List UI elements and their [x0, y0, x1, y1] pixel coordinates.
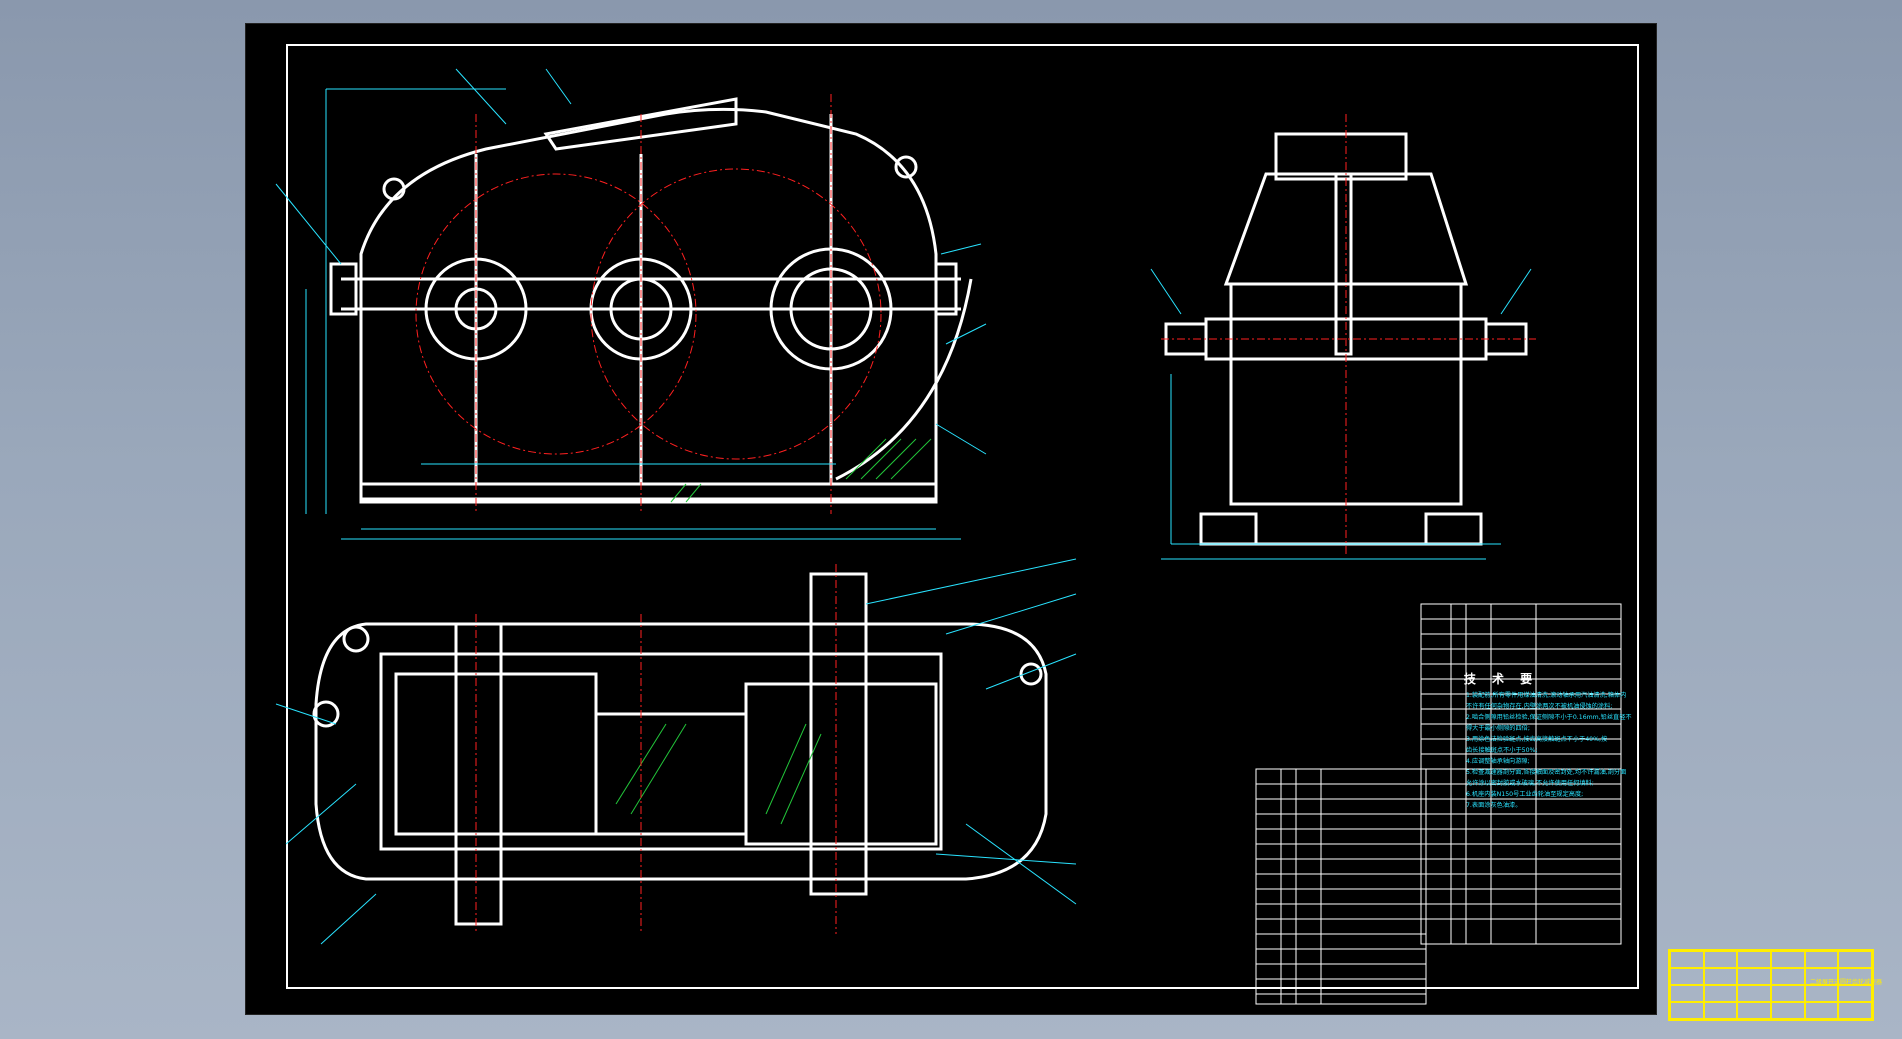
front-view-hatching — [670, 438, 932, 503]
parts-list — [1255, 603, 1622, 1005]
title-block — [1668, 949, 1874, 1021]
side-view-centerlines — [1161, 114, 1536, 554]
technical-requirements-title: 技 术 要 — [1463, 672, 1539, 686]
title-block-caption: 二级展开式圆柱齿轮减速器 — [1810, 979, 1883, 986]
tech-note-line: 7.表面涂灰色油漆。 — [1466, 802, 1522, 809]
top-view-centerlines — [475, 564, 837, 934]
technical-requirements-notes: 1.装配前,所有零件用煤油清洗,滚动轴承用汽油清洗,箱体内 不许有任何杂物存在,… — [1466, 690, 1696, 811]
tech-note-line: 不许有任何杂物存在,内壁涂两次不被机油侵蚀的涂料; — [1466, 703, 1613, 710]
front-view-dimensions — [275, 68, 987, 540]
tech-note-line: 5.检查减速器剖分面,各接触面及密封处,均不许漏油,剖分面 — [1466, 769, 1627, 776]
front-view — [329, 97, 973, 504]
tech-note-line: 1.装配前,所有零件用煤油清洗,滚动轴承用汽油清洗,箱体内 — [1466, 692, 1627, 699]
cad-drawing — [275, 68, 1622, 1005]
front-view-centerlines — [415, 94, 882, 514]
tech-note-line: 允许涂以密封胶或水玻璃,不允许使用任何填料; — [1466, 780, 1594, 787]
tech-note-line: 3.用涂色法检验斑点,按齿高接触斑点不小于40%,按 — [1466, 736, 1608, 743]
drawing-sheet[interactable]: 技 术 要 1.装配前,所有零件用煤油清洗,滚动轴承用汽油清洗,箱体内 不许有任… — [246, 24, 1882, 1021]
drawing-border — [286, 44, 1639, 989]
tech-note-line: 6.机座内装N150号工业齿轮油至规定高度; — [1466, 791, 1584, 798]
tech-note-line: 齿长接触斑点不小于50%; — [1466, 747, 1538, 754]
tech-note-line: 4.应调整轴承轴向游隙; — [1466, 758, 1530, 765]
top-view-leaders — [275, 558, 1077, 945]
top-view-hatching — [615, 723, 822, 825]
tech-note-line: 2.啮合侧隙用铅丝检验,保证侧隙不小于0.16mm,铅丝直径不 — [1466, 714, 1632, 721]
side-view-dimensions — [1150, 268, 1532, 560]
tech-note-line: 得大于最小侧隙的四倍; — [1466, 725, 1530, 732]
top-view — [312, 572, 1048, 926]
